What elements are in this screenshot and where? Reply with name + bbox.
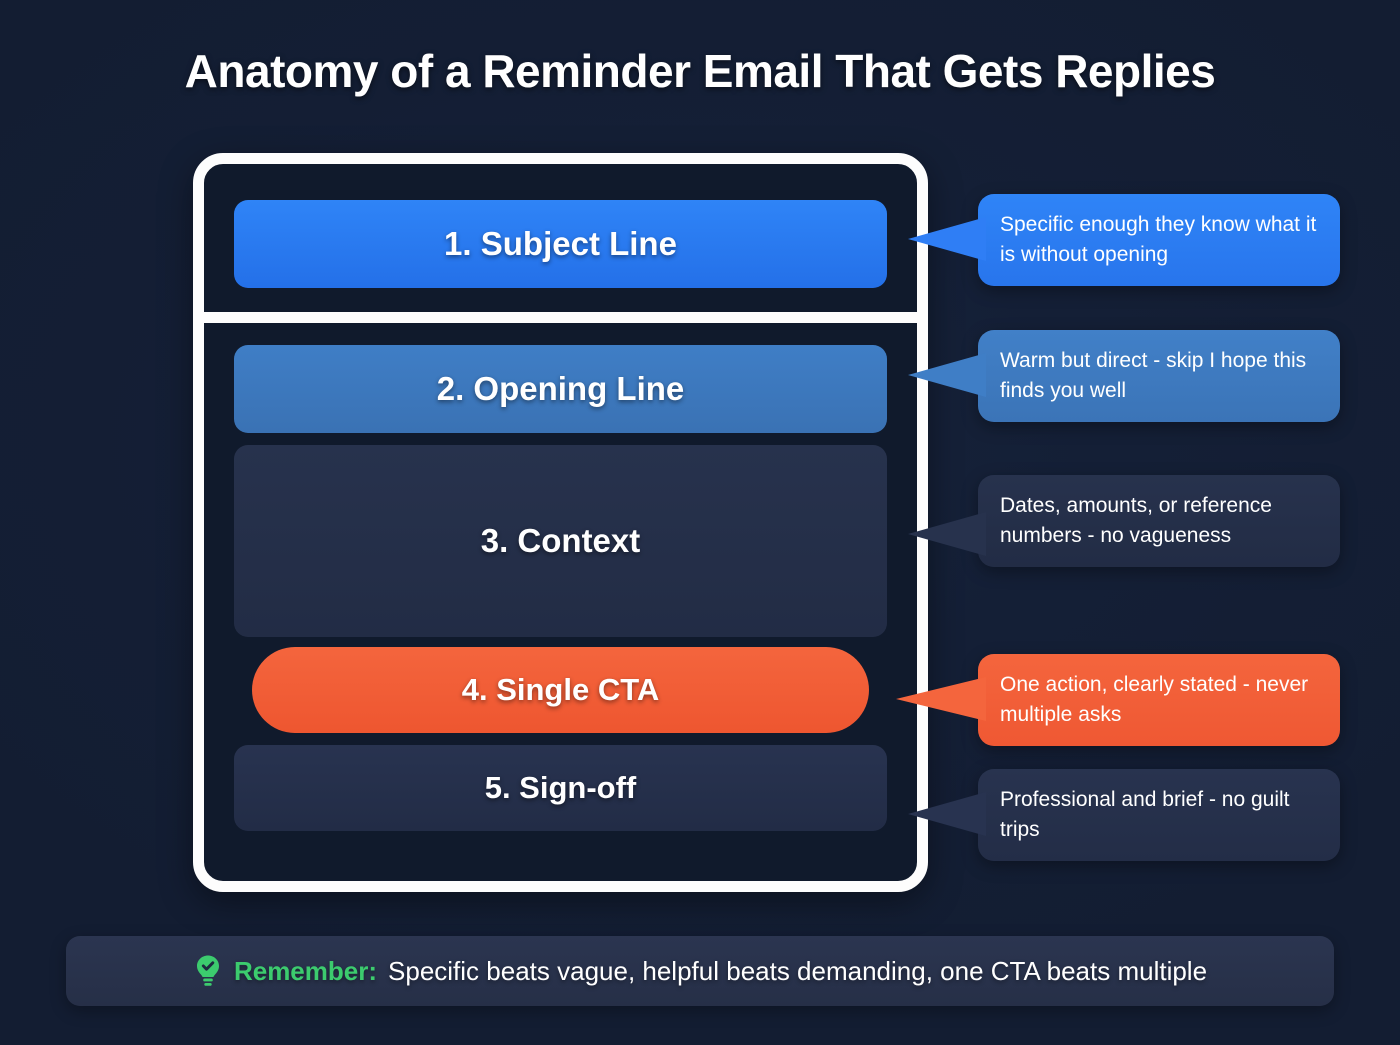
email-row-subject-line[interactable]: 1. Subject Line bbox=[234, 200, 887, 288]
connector-arrow-opening-line bbox=[908, 353, 986, 397]
page-title: Anatomy of a Reminder Email That Gets Re… bbox=[184, 45, 1216, 97]
lightbulb-check-icon bbox=[196, 955, 219, 986]
email-row-label: 4. Single CTA bbox=[461, 672, 660, 707]
email-row-context[interactable]: 3. Context bbox=[234, 445, 887, 637]
frame-divider bbox=[204, 312, 917, 323]
footer-remember-bar: Remember: Specific beats vague, helpful … bbox=[66, 936, 1334, 1006]
callout-subject-line: Specific enough they know what it is wit… bbox=[978, 194, 1340, 286]
footer-text: Specific beats vague, helpful beats dema… bbox=[388, 955, 1208, 986]
email-row-label: 3. Context bbox=[480, 522, 641, 559]
connector-arrow-subject-line bbox=[908, 217, 986, 261]
email-row-stack: 1. Subject Line 2. Opening Line 3. Conte… bbox=[204, 164, 917, 881]
connector-arrow-context bbox=[908, 512, 986, 556]
email-row-opening-line[interactable]: 2. Opening Line bbox=[234, 345, 887, 433]
email-row-single-cta[interactable]: 4. Single CTA bbox=[252, 647, 869, 733]
email-row-sign-off[interactable]: 5. Sign-off bbox=[234, 745, 887, 831]
connector-arrow-single-cta bbox=[896, 677, 986, 721]
email-row-label: 1. Subject Line bbox=[444, 225, 677, 262]
callout-opening-line: Warm but direct - skip I hope this finds… bbox=[978, 330, 1340, 422]
callout-context: Dates, amounts, or reference numbers - n… bbox=[978, 475, 1340, 567]
callout-sign-off: Professional and brief - no guilt trips bbox=[978, 769, 1340, 861]
email-anatomy-frame: 1. Subject Line 2. Opening Line 3. Conte… bbox=[193, 153, 928, 892]
email-row-label: 5. Sign-off bbox=[484, 770, 637, 805]
connector-arrow-sign-off bbox=[908, 792, 986, 836]
callout-single-cta: One action, clearly stated - never multi… bbox=[978, 654, 1340, 746]
footer-label: Remember: bbox=[233, 955, 378, 986]
email-row-label: 2. Opening Line bbox=[436, 370, 685, 407]
